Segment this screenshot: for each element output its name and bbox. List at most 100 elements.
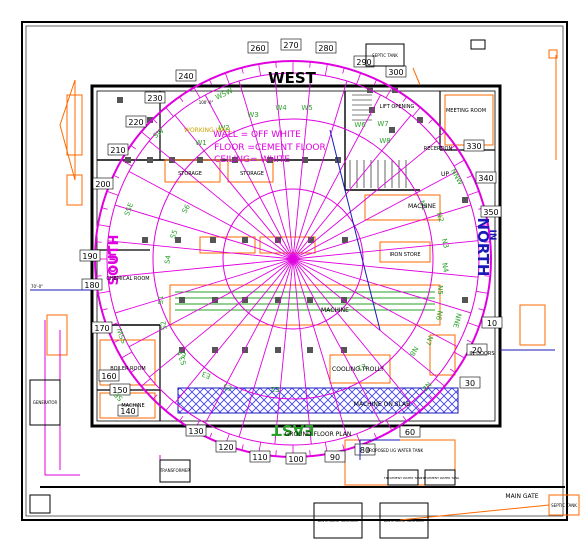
compass-tick bbox=[478, 308, 485, 311]
zone-label-w1: W1 bbox=[195, 139, 206, 147]
degree-label-box bbox=[91, 321, 113, 334]
compass-tick bbox=[106, 190, 119, 196]
room-boiler: BOILER ROOM bbox=[110, 366, 145, 372]
degree-label-box bbox=[399, 425, 421, 438]
column bbox=[242, 297, 248, 303]
degree-label-text: 160 bbox=[101, 372, 116, 381]
compass-zone-line bbox=[148, 140, 294, 260]
corner-symbol bbox=[470, 39, 486, 50]
storage1-box bbox=[164, 159, 221, 183]
dimension-2: 70'-0" bbox=[31, 284, 43, 289]
degree-label-text: 280 bbox=[318, 44, 333, 53]
meeting-box bbox=[444, 94, 494, 146]
compass-zone-line bbox=[292, 170, 458, 260]
degree-label-text: 350 bbox=[483, 208, 498, 217]
room-treatment1: TREATMENT WATER TANK bbox=[383, 476, 423, 480]
degree-label-text: 170 bbox=[94, 324, 109, 333]
zone-label-n7: N7 bbox=[423, 335, 434, 347]
compass-tick bbox=[356, 72, 362, 85]
degree-label: 20 bbox=[466, 343, 488, 356]
degree-label: 230 bbox=[144, 91, 166, 104]
degree-label-text: 190 bbox=[82, 252, 97, 261]
degree-label: 90 bbox=[324, 450, 346, 463]
degree-label-text: 110 bbox=[252, 453, 267, 462]
compass-tick bbox=[258, 63, 262, 76]
degree-label-box bbox=[481, 316, 503, 329]
compass-zone-ring bbox=[152, 118, 434, 400]
degree-label-text: 80 bbox=[360, 446, 370, 455]
waste-tank-2 bbox=[379, 502, 429, 539]
compass-zone-line bbox=[238, 80, 294, 260]
room-iron-store: IRON STORE bbox=[389, 252, 420, 258]
room-cooling: COOLING TROLLY bbox=[332, 366, 384, 373]
column bbox=[242, 237, 248, 243]
zone-label-w3: W3 bbox=[247, 111, 258, 119]
compass-zone-line bbox=[274, 258, 294, 445]
degree-label: 60 bbox=[399, 425, 421, 438]
compass-tick bbox=[97, 290, 110, 294]
transformer-box bbox=[159, 459, 191, 483]
degree-label-box bbox=[109, 383, 131, 396]
column bbox=[175, 237, 181, 243]
degree-label: 340 bbox=[475, 171, 497, 184]
zone-label-w7: W7 bbox=[377, 120, 388, 128]
compass-zone-line bbox=[292, 80, 348, 260]
zone-label-se: SE bbox=[113, 390, 125, 402]
zone-label-e4: E4 bbox=[176, 348, 188, 360]
degree-label-box bbox=[175, 69, 197, 82]
zone-label-n3: N3 bbox=[440, 238, 450, 249]
compass-zone-line bbox=[292, 258, 412, 404]
zone-label-e5: E5 bbox=[222, 382, 233, 392]
degree-label-box bbox=[315, 41, 337, 54]
zone-label-sw: SW bbox=[152, 127, 166, 140]
column bbox=[242, 347, 248, 353]
compass-tick bbox=[466, 174, 473, 179]
compass-tick bbox=[342, 444, 345, 451]
compass-tick bbox=[275, 61, 277, 68]
right-machine-box bbox=[429, 334, 456, 376]
zone-label-s2: S2 bbox=[159, 320, 168, 330]
column bbox=[275, 347, 281, 353]
degree-label-box bbox=[475, 171, 497, 184]
degree-label-box bbox=[285, 452, 307, 465]
compass-zone-line bbox=[292, 140, 438, 260]
compass-tick bbox=[193, 87, 201, 99]
room-septic-bottom: SEPTIC TANK bbox=[551, 503, 577, 508]
compass-tick bbox=[179, 96, 184, 102]
column bbox=[341, 297, 347, 303]
degree-label-text: 220 bbox=[128, 118, 143, 127]
degree-label-box bbox=[125, 115, 147, 128]
degree-label-box bbox=[79, 249, 101, 262]
column bbox=[117, 97, 123, 103]
direction-east: EAST bbox=[271, 421, 315, 439]
degree-label-text: 30 bbox=[465, 379, 475, 388]
column bbox=[369, 107, 375, 113]
degree-label-box bbox=[249, 450, 271, 463]
compass-tick bbox=[121, 351, 133, 359]
compass-zone-line bbox=[174, 114, 294, 260]
degree-label-text: 270 bbox=[283, 41, 298, 50]
degree-label-text: 260 bbox=[250, 44, 265, 53]
degree-label-box bbox=[247, 41, 269, 54]
degree-label-text: 20 bbox=[472, 346, 482, 355]
compass-tick bbox=[224, 72, 230, 85]
compass-tick bbox=[208, 432, 213, 439]
zone-label-n1: N1 bbox=[417, 199, 428, 211]
degree-label: 170 bbox=[91, 321, 113, 334]
degree-label: 10 bbox=[481, 316, 503, 329]
degree-label-text: 230 bbox=[147, 94, 162, 103]
compass-zone-line bbox=[204, 94, 294, 260]
zone-label-s6: S6 bbox=[181, 203, 193, 215]
compass-tick bbox=[130, 368, 136, 373]
annotation-lines bbox=[59, 55, 557, 521]
zone-label-w2: W2 bbox=[218, 124, 229, 132]
degree-label: 350 bbox=[480, 205, 502, 218]
room-ground-floor: GROUND FLOOR PLAN bbox=[285, 431, 352, 438]
degree-label: 240 bbox=[175, 69, 197, 82]
room-storage1: STORAGE bbox=[178, 171, 202, 177]
compass-zone-line bbox=[292, 94, 382, 260]
septic-top-connector bbox=[548, 49, 558, 59]
